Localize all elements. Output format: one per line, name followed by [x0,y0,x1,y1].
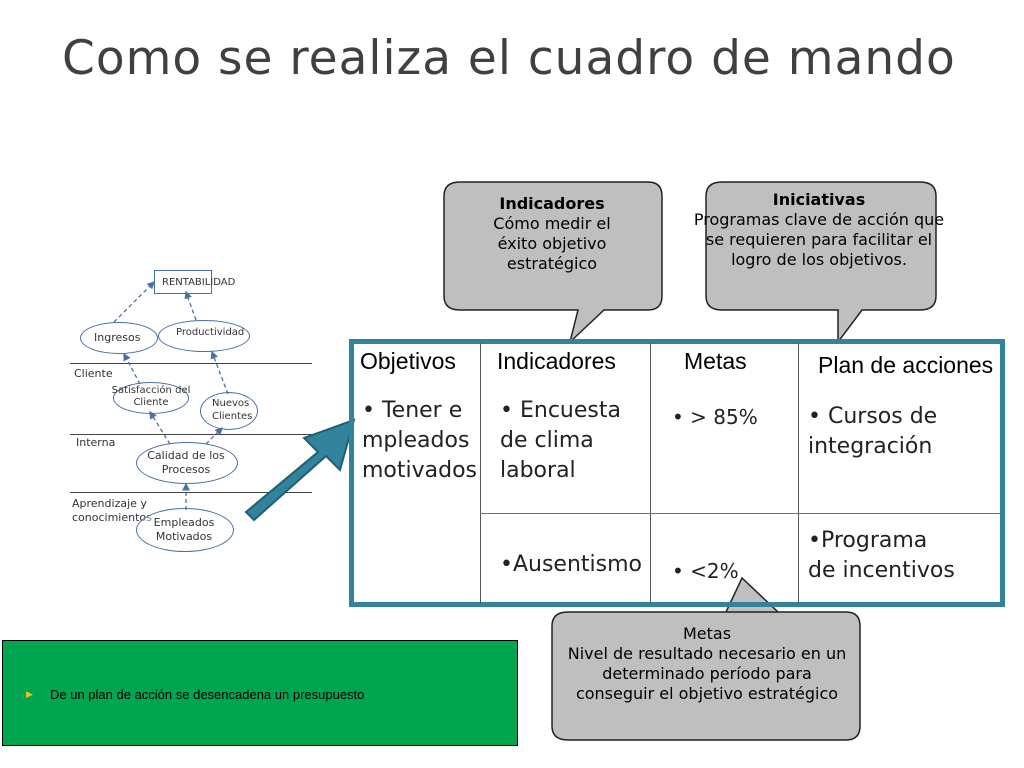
header-plan: Plan de acciones [818,352,994,378]
empleados-node [136,508,234,552]
table-divider-3 [798,343,799,603]
interna-label: Interna [76,436,116,449]
cell-objetivo: • Tener empleados motivados [362,398,478,483]
iniciativas-callout: Iniciativas Programas clave de acción qu… [688,190,950,270]
footer-bullet-text: De un plan de acción se desencadena un p… [50,687,365,702]
rentabilidad-box [154,270,212,294]
iniciativas-callout-heading: Iniciativas [772,190,866,209]
nuevos-label: Nuevos Clientes [212,398,253,422]
metas-callout-heading: Metas [682,624,732,643]
productividad-node [158,320,250,352]
bullet-arrow-icon: ▶ [26,690,33,700]
divider-aprendizaje [70,492,312,493]
slide-title: Como se realiza el cuadro de mando [62,31,956,86]
indicadores-callout: Indicadores Cómo medir el éxito objetivo… [472,194,632,274]
divider-cliente [70,363,312,364]
ingresos-node [80,322,158,354]
cell-meta-1: • > 85% [672,405,758,429]
aprendizaje-label: Aprendizaje y conocimientos [72,497,152,524]
metas-callout: Metas Nivel de resultado necesario en un… [562,624,852,704]
big-arrow-shape [244,418,356,522]
productividad-label: Productividad [176,327,245,338]
header-objetivos: Objetivos [360,348,456,374]
table-divider-1 [480,343,481,603]
header-metas: Metas [684,348,747,374]
table-row-divider [480,513,1001,514]
header-indicadores: Indicadores [497,348,616,374]
iniciativas-callout-body: Programas clave de acción que se requier… [693,210,945,269]
cell-meta-2: • <2% [672,559,739,583]
cell-indicador-2: •Ausentismo [500,552,643,577]
cliente-label: Cliente [74,367,113,380]
cell-plan-2: •Programa de incentivos [808,528,955,583]
nuevos-node [200,392,258,430]
footer-box [2,640,518,746]
metas-callout-body: Nivel de resultado necesario en un deter… [567,644,847,703]
cell-indicador-1: • Encuesta de clima laboral [500,398,621,483]
indicadores-callout-body: Cómo medir el éxito objetivo estratégico [493,214,611,273]
table-divider-2 [650,343,651,603]
calidad-node [136,442,238,484]
rentabilidad-label: RENTABILIDAD [162,277,236,288]
calidad-label: Calidad de los Procesos [147,449,225,476]
divider-interna [70,434,312,435]
cell-plan-1: • Cursos de integración [808,404,938,459]
table-frame-outer [349,339,1005,607]
ingresos-label: Ingresos [94,331,141,344]
table-frame-inner [353,343,1001,603]
empleados-label: Empleados Motivados [153,516,215,543]
indicadores-callout-heading: Indicadores [499,194,605,213]
satisfaccion-label: Satisfacción del Cliente [111,385,191,408]
